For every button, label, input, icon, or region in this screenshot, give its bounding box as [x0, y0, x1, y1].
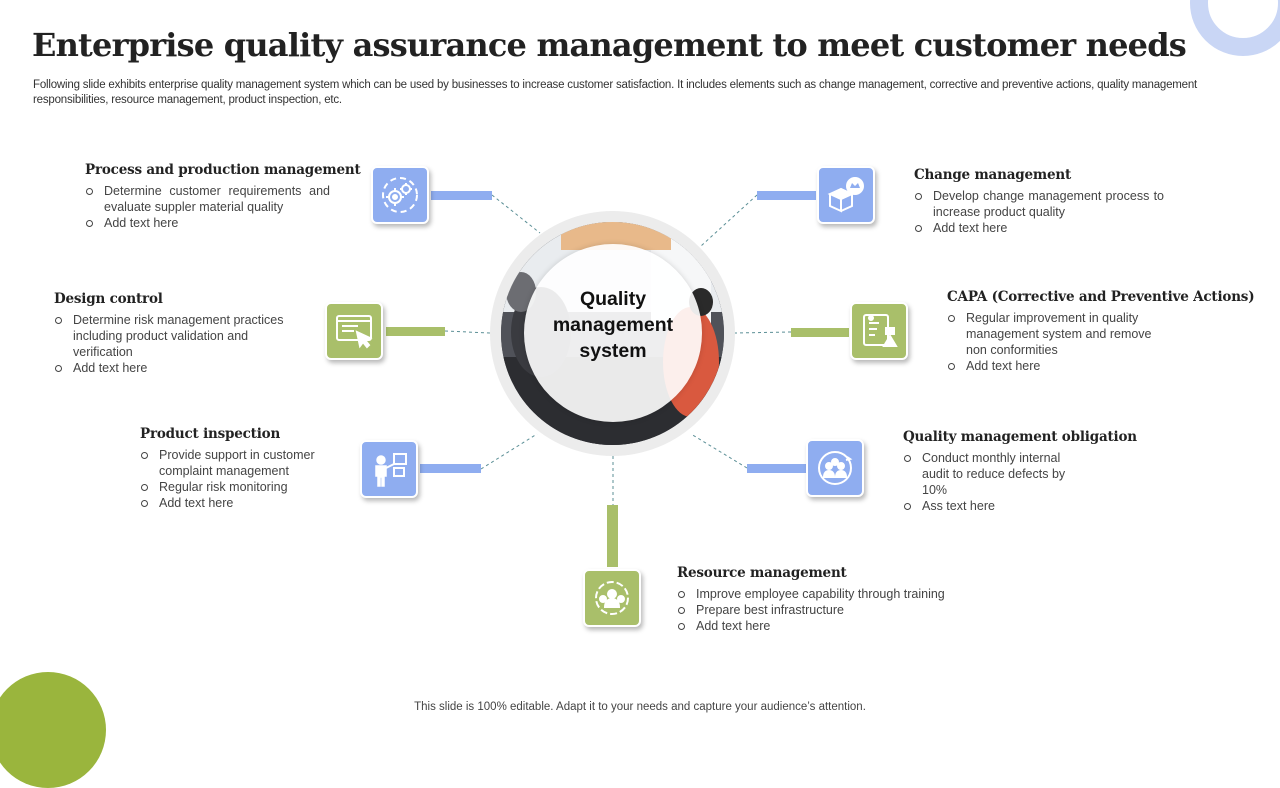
- section-heading: CAPA (Corrective and Preventive Actions): [947, 289, 1255, 305]
- connector-bar-process: [431, 191, 492, 200]
- connector-bar-obligation: [747, 464, 806, 473]
- connector-bar-inspection: [420, 464, 481, 473]
- dashed-link-design: [444, 330, 491, 334]
- box-crown-icon: [817, 166, 875, 224]
- section-process: Process and production management Determ…: [85, 162, 361, 231]
- section-heading: Quality management obligation: [903, 429, 1137, 445]
- section-obligation: Quality management obligation Conduct mo…: [903, 429, 1137, 514]
- inspector-box-icon: [360, 440, 418, 498]
- list-item: Add text here: [947, 358, 1172, 374]
- section-heading: Change management: [914, 167, 1071, 183]
- section-heading: Design control: [54, 291, 163, 307]
- list-item: Add text here: [677, 618, 977, 634]
- team-gear-icon: [583, 569, 641, 627]
- section-resource: Resource management Improve employee cap…: [677, 565, 977, 634]
- connector-bar-resource: [607, 505, 618, 567]
- list-item: Add text here: [54, 360, 290, 376]
- connector-bar-change: [757, 191, 816, 200]
- dashed-link-capa: [734, 331, 792, 334]
- hub-label: Quality management system: [552, 288, 674, 362]
- section-change: Change management Develop change managem…: [914, 167, 1164, 236]
- list-item: Develop change management process to inc…: [914, 188, 1164, 220]
- list-item: Conduct monthly internal audit to reduce…: [903, 450, 1073, 498]
- document-shapes-icon: [850, 302, 908, 360]
- section-heading: Process and production management: [85, 162, 361, 178]
- list-item: Prepare best infrastructure: [677, 602, 977, 618]
- connector-bar-design: [386, 327, 445, 336]
- list-item: Add text here: [85, 215, 330, 231]
- footer-note: This slide is 100% editable. Adapt it to…: [414, 701, 866, 713]
- list-item: Ass text here: [903, 498, 1073, 514]
- section-capa: CAPA (Corrective and Preventive Actions)…: [947, 289, 1255, 374]
- section-heading: Product inspection: [140, 426, 281, 442]
- people-cycle-icon: [806, 439, 864, 497]
- list-item: Add text here: [140, 495, 330, 511]
- gears-icon: [371, 166, 429, 224]
- section-design: Design control Determine risk management…: [54, 291, 290, 376]
- web-click-icon: [325, 302, 383, 360]
- list-item: Add text here: [914, 220, 1164, 236]
- connector-lines: [386, 191, 849, 567]
- section-heading: Resource management: [677, 565, 847, 581]
- list-item: Regular improvement in quality managemen…: [947, 310, 1172, 358]
- slide-subtitle: Following slide exhibits enterprise qual…: [33, 79, 1198, 106]
- dashed-link-inspection: [480, 433, 538, 470]
- dashed-link-change: [700, 194, 758, 247]
- connector-bar-capa: [791, 328, 849, 337]
- section-inspection: Product inspection Provide support in cu…: [140, 426, 330, 511]
- dashed-link-obligation: [690, 433, 748, 469]
- slide-title: Enterprise quality assurance management …: [32, 26, 1187, 64]
- list-item: Determine risk management practices incl…: [54, 312, 290, 360]
- list-item: Determine customer requirements and eval…: [85, 183, 330, 215]
- list-item: Provide support in customer complaint ma…: [140, 447, 330, 479]
- dashed-link-process: [491, 194, 541, 234]
- hub-center: Quality management system: [524, 244, 702, 422]
- list-item: Regular risk monitoring: [140, 479, 330, 495]
- list-item: Improve employee capability through trai…: [677, 586, 977, 602]
